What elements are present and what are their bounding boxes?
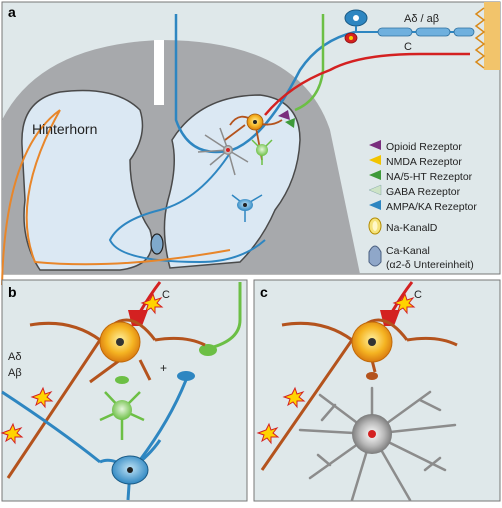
green-interneuron-dendrites-b xyxy=(99,391,145,440)
legend-label-gaba: GABA Rezeptor xyxy=(386,186,461,198)
opioid-receptor-a xyxy=(278,110,290,120)
plus-sign-b: + xyxy=(160,361,167,375)
blue-terminal-b xyxy=(177,371,195,381)
blue-fiber-b xyxy=(1,390,101,464)
legend: Opioid Rezeptor NMDA Rezeptor NA/5-HT Re… xyxy=(368,140,477,271)
red-fiber-b xyxy=(138,281,162,313)
panel-c: c C xyxy=(253,279,501,502)
yellow-neuron-terminal-c xyxy=(366,372,378,380)
legend-label-opioid: Opioid Rezeptor xyxy=(386,141,462,153)
glia-cell-c xyxy=(298,386,457,502)
blue-fiber-a xyxy=(174,14,356,154)
blue-fiber-a-branch xyxy=(108,149,266,264)
interneuron-blue-a xyxy=(231,194,263,222)
legend-label-nmda: NMDA Rezeptor xyxy=(386,156,462,168)
yellow-neuron-dendrites-b xyxy=(6,318,206,479)
interneuron-green-a xyxy=(251,139,273,165)
panel-c-frame xyxy=(253,279,501,502)
yellow-neuron-nucleus-c xyxy=(368,338,376,346)
na-channel-pore xyxy=(372,221,378,231)
action-potential-icons-b xyxy=(0,292,164,445)
panel-b: b C Aδ Aβ + xyxy=(0,279,248,502)
legend-label-ca-channel: Ca-Kanal xyxy=(386,245,430,257)
myelin-segments xyxy=(377,27,475,37)
projection-neuron-a xyxy=(224,113,283,161)
legend-label-ampa: AMPA/KA Rezeptor xyxy=(386,201,477,213)
legend-item-ampa: AMPA/KA Rezeptor xyxy=(369,200,477,213)
green-interneuron-terminal-b xyxy=(115,376,129,384)
red-fiber-a xyxy=(264,52,470,116)
panel-a: a Hinterhorn Aδ / aβ C Opioid Rezeptor N… xyxy=(1,1,501,286)
yellow-neuron-nucleus-b xyxy=(116,338,124,346)
panel-c-letter: c xyxy=(260,284,268,300)
action-potential-icons-c xyxy=(256,292,416,445)
legend-swatch-gaba xyxy=(368,184,382,196)
skin-edge xyxy=(474,7,486,69)
blue-neuron-nucleus-b xyxy=(127,467,133,473)
green-fiber-b xyxy=(209,282,242,350)
red-fiber-c xyxy=(390,281,414,313)
hinterhorn-left xyxy=(21,89,153,271)
fiber-label-c-b: C xyxy=(162,289,170,301)
drg-neuron-red xyxy=(344,32,358,44)
legend-item-ca-channel: Ca-Kanal (α2-δ Untereinheit) xyxy=(368,245,474,271)
panel-b-letter: b xyxy=(8,284,17,300)
ca-channel-icon xyxy=(368,245,382,267)
legend-item-nmda: NMDA Rezeptor xyxy=(369,155,462,168)
legend-item-gaba: GABA Rezeptor xyxy=(368,184,461,198)
legend-label-na-channel: Na-KanalD xyxy=(386,222,438,234)
legend-label-na5ht: NA/5-HT Rezeptor xyxy=(386,171,473,183)
fiber-label-ad-b: Aδ xyxy=(8,351,21,363)
dorsal-fissure xyxy=(154,40,164,105)
legend-label-ca-subunit: (α2-δ Untereinheit) xyxy=(386,259,474,271)
yellow-neuron-dendrites-c xyxy=(260,318,458,471)
orange-fiber-a xyxy=(1,109,231,286)
na-5ht-receptor-a xyxy=(285,118,295,128)
green-interneuron-soma-b xyxy=(112,400,132,420)
legend-swatch-nmda xyxy=(369,155,381,165)
drg-neuron-blue xyxy=(344,9,368,32)
fiber-label-c-c: C xyxy=(414,289,422,301)
fiber-label-ab-b: Aβ xyxy=(8,367,22,379)
legend-item-na-channel: Na-KanalD xyxy=(368,217,438,235)
fiber-label-c-a: C xyxy=(404,41,412,53)
legend-swatch-na5ht xyxy=(369,170,381,180)
legend-item-opioid: Opioid Rezeptor xyxy=(369,140,462,153)
legend-item-na5ht: NA/5-HT Rezeptor xyxy=(369,170,473,183)
green-terminal-b xyxy=(199,344,217,356)
hinterhorn-label: Hinterhorn xyxy=(32,121,97,137)
hinterhorn-right xyxy=(163,94,301,269)
skin-layer xyxy=(484,2,500,70)
central-canal xyxy=(150,233,164,255)
legend-swatch-opioid xyxy=(369,140,381,150)
green-fiber-a xyxy=(294,14,325,112)
legend-swatch-ampa xyxy=(369,200,381,210)
blue-fiber-b-up xyxy=(138,379,188,461)
panel-a-letter: a xyxy=(8,4,16,20)
glia-cell-a xyxy=(197,127,249,176)
fiber-label-ad-ab: Aδ / aβ xyxy=(404,13,439,25)
